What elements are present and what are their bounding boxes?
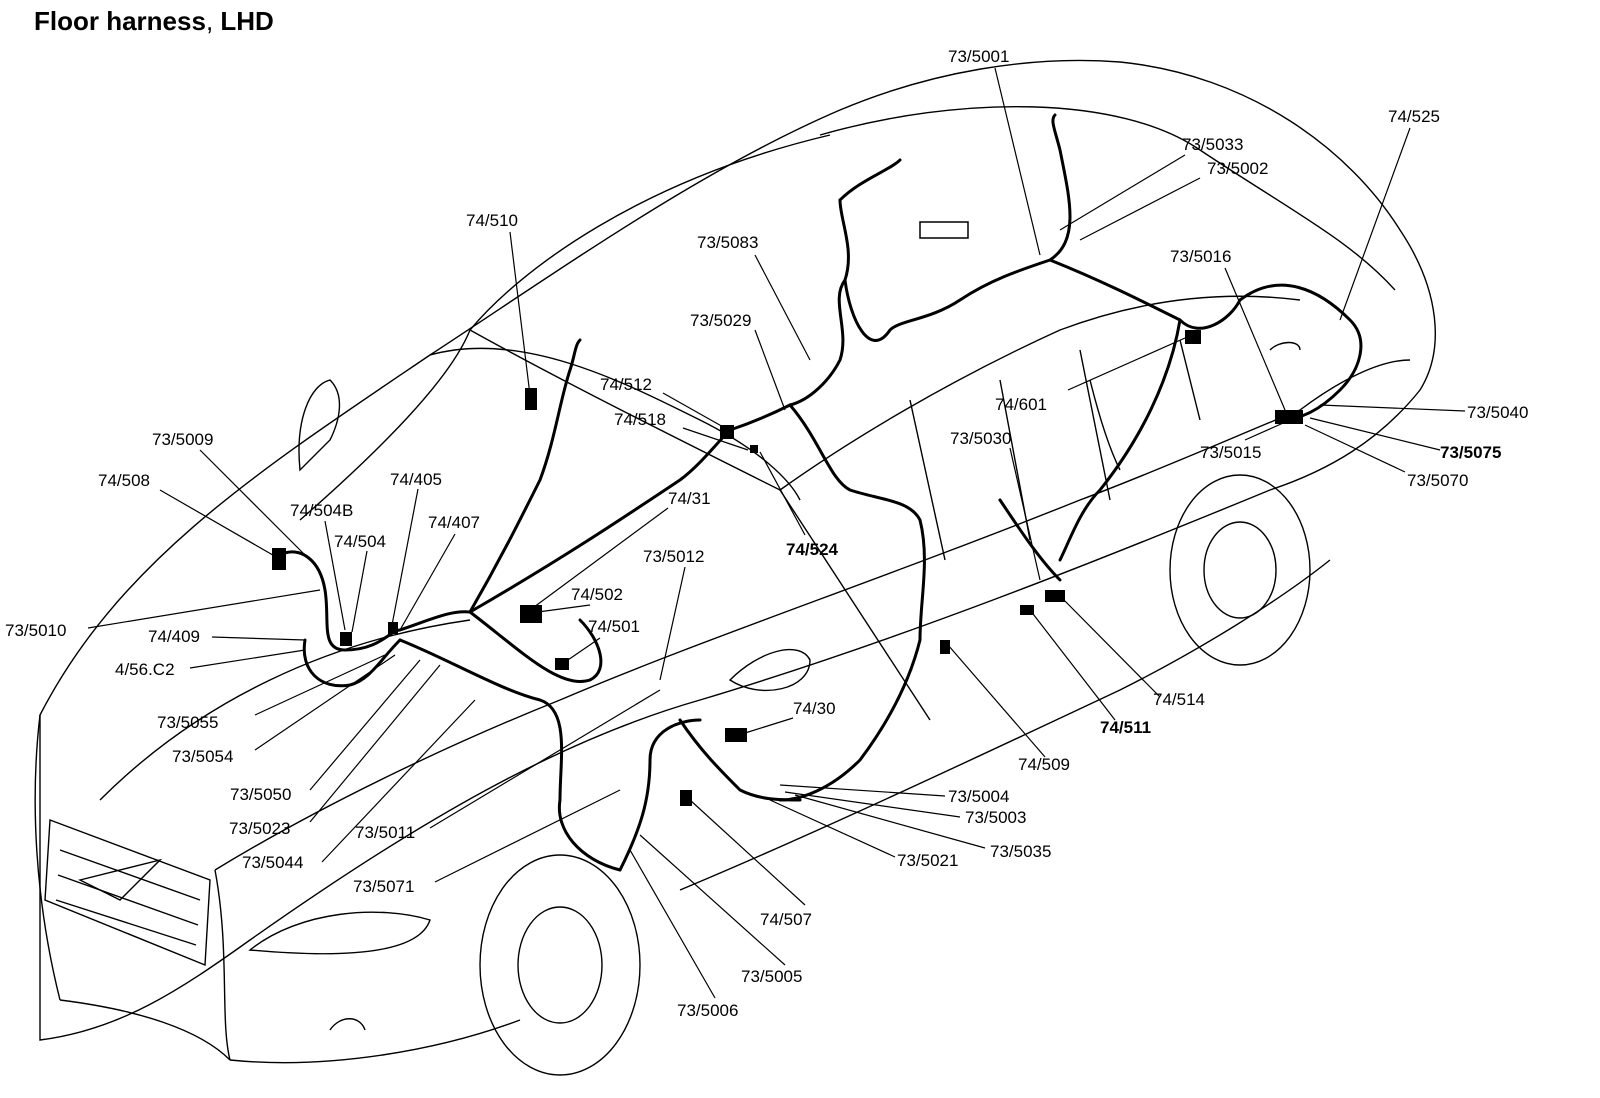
callout-74-509: 74/509 xyxy=(1018,755,1070,774)
callout-73-5050: 73/5050 xyxy=(230,785,291,804)
callout-74-524: 74/524 xyxy=(786,540,839,559)
callout-74-407: 74/407 xyxy=(428,513,480,532)
callout-73-5021: 73/5021 xyxy=(897,851,958,870)
connectors xyxy=(272,221,1303,806)
callout-73-5003: 73/5003 xyxy=(965,808,1026,827)
callout-74-501: 74/501 xyxy=(588,617,640,636)
car-body-outline xyxy=(34,59,1436,1076)
callout-74-511: 74/511 xyxy=(1100,718,1151,737)
callout-73-5010: 73/5010 xyxy=(5,621,66,640)
callout-73-5015: 73/5015 xyxy=(1200,443,1261,462)
callout-73-5070: 73/5070 xyxy=(1407,471,1468,490)
callout-4-56-C2: 4/56.C2 xyxy=(115,660,175,679)
callout-73-5006: 73/5006 xyxy=(677,1001,738,1020)
callout-74-512: 74/512 xyxy=(600,375,652,394)
harness-wiring xyxy=(278,113,1363,872)
callout-73-5075: 73/5075 xyxy=(1440,443,1501,462)
callout-73-5009: 73/5009 xyxy=(152,430,213,449)
callout-73-5054: 73/5054 xyxy=(172,747,233,766)
callout-74-504: 74/504 xyxy=(334,532,386,551)
callout-74-502: 74/502 xyxy=(571,585,623,604)
callout-74-514: 74/514 xyxy=(1153,690,1205,709)
callout-73-5001: 73/5001 xyxy=(948,47,1009,66)
callout-73-5071: 73/5071 xyxy=(353,877,414,896)
callout-74-518: 74/518 xyxy=(614,410,666,429)
callout-73-5029: 73/5029 xyxy=(690,311,751,330)
callout-74-31: 74/31 xyxy=(668,489,711,508)
callout-74-30: 74/30 xyxy=(793,699,836,718)
callout-73-5002: 73/5002 xyxy=(1207,159,1268,178)
diagram-title: Floor harness, LHD xyxy=(34,6,274,36)
callout-73-5023: 73/5023 xyxy=(229,819,290,838)
callout-73-5035: 73/5035 xyxy=(990,842,1051,861)
callout-74-601: 74/601 xyxy=(995,395,1047,414)
callout-74-508: 74/508 xyxy=(98,471,150,490)
callout-73-5083: 73/5083 xyxy=(697,233,758,252)
callout-73-5005: 73/5005 xyxy=(741,967,802,986)
callout-73-5055: 73/5055 xyxy=(157,713,218,732)
callout-labels: 73/5001 74/525 73/5033 73/5002 74/510 73/5083… xyxy=(5,47,1528,1020)
callout-74-525: 74/525 xyxy=(1388,107,1440,126)
callout-73-5040: 73/5040 xyxy=(1467,403,1528,422)
callout-73-5011: 73/5011 xyxy=(355,823,415,842)
callout-73-5030: 73/5030 xyxy=(950,429,1011,448)
callout-73-5012: 73/5012 xyxy=(643,547,704,566)
callout-74-504B: 74/504B xyxy=(290,501,353,520)
callout-74-409: 74/409 xyxy=(148,627,200,646)
callout-74-507: 74/507 xyxy=(760,910,812,929)
leader-lines xyxy=(87,67,1466,999)
callout-74-510: 74/510 xyxy=(466,211,518,230)
callout-73-5033: 73/5033 xyxy=(1182,135,1243,154)
callout-73-5004: 73/5004 xyxy=(948,787,1009,806)
callout-74-405: 74/405 xyxy=(390,470,442,489)
callout-73-5044: 73/5044 xyxy=(242,853,303,872)
callout-73-5016: 73/5016 xyxy=(1170,247,1231,266)
